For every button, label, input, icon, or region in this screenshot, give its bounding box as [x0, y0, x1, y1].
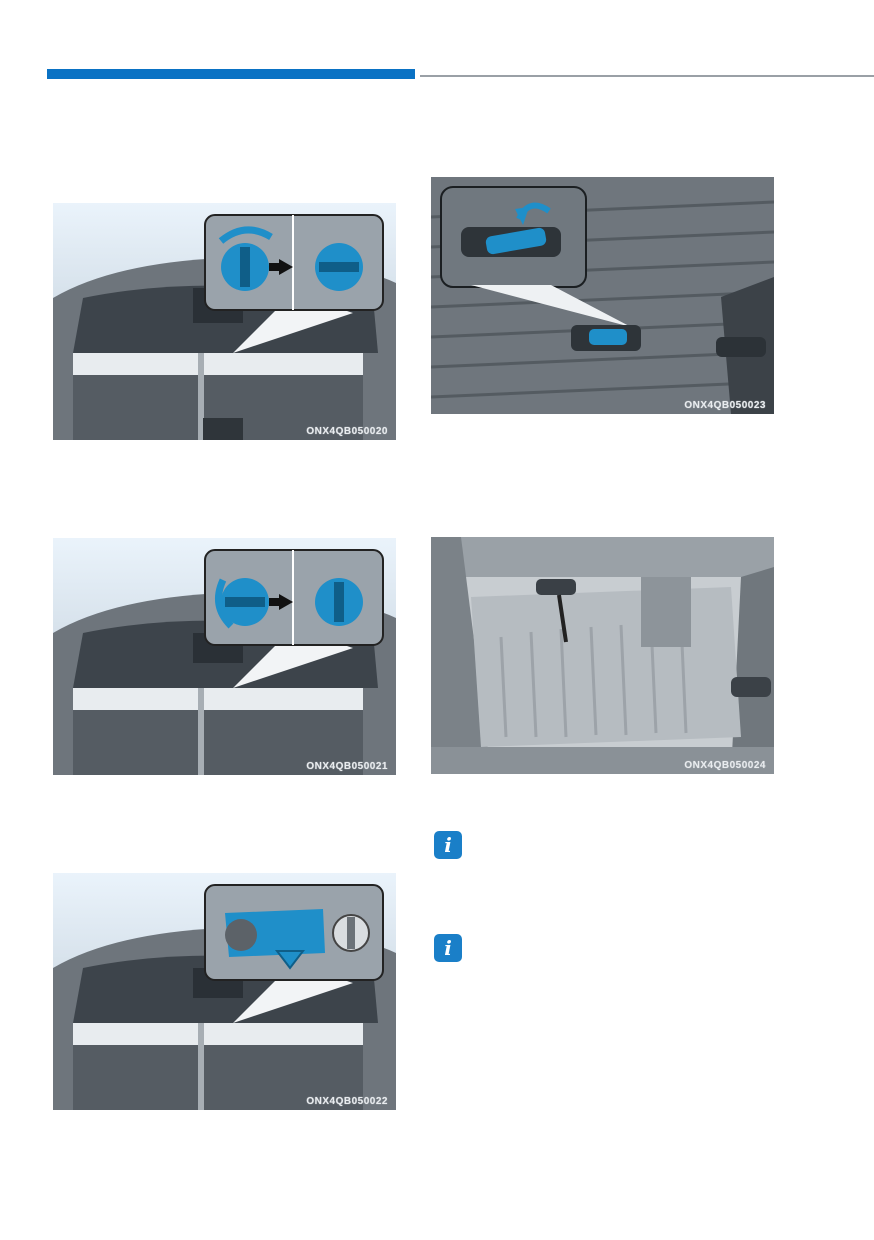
header-accent-bar — [47, 69, 415, 79]
figure-code: ONX4QB050022 — [306, 1096, 388, 1107]
figure-code: ONX4QB050020 — [306, 426, 388, 437]
info-icon: i — [434, 831, 462, 859]
header-rule — [420, 75, 874, 77]
figure-lock-to-unlock: ONX4QB050020 — [53, 203, 396, 440]
info-icon: i — [434, 934, 462, 962]
figure-handle-lift: ONX4QB050023 — [431, 177, 774, 414]
figure-code: ONX4QB050023 — [684, 400, 766, 411]
figure-manual-release: ONX4QB050022 — [53, 873, 396, 1110]
figure-code: ONX4QB050024 — [684, 760, 766, 771]
figure-open-bed: ONX4QB050024 — [431, 537, 774, 774]
figure-code: ONX4QB050021 — [306, 761, 388, 772]
figure-unlock-to-lock: ONX4QB050021 — [53, 538, 396, 775]
